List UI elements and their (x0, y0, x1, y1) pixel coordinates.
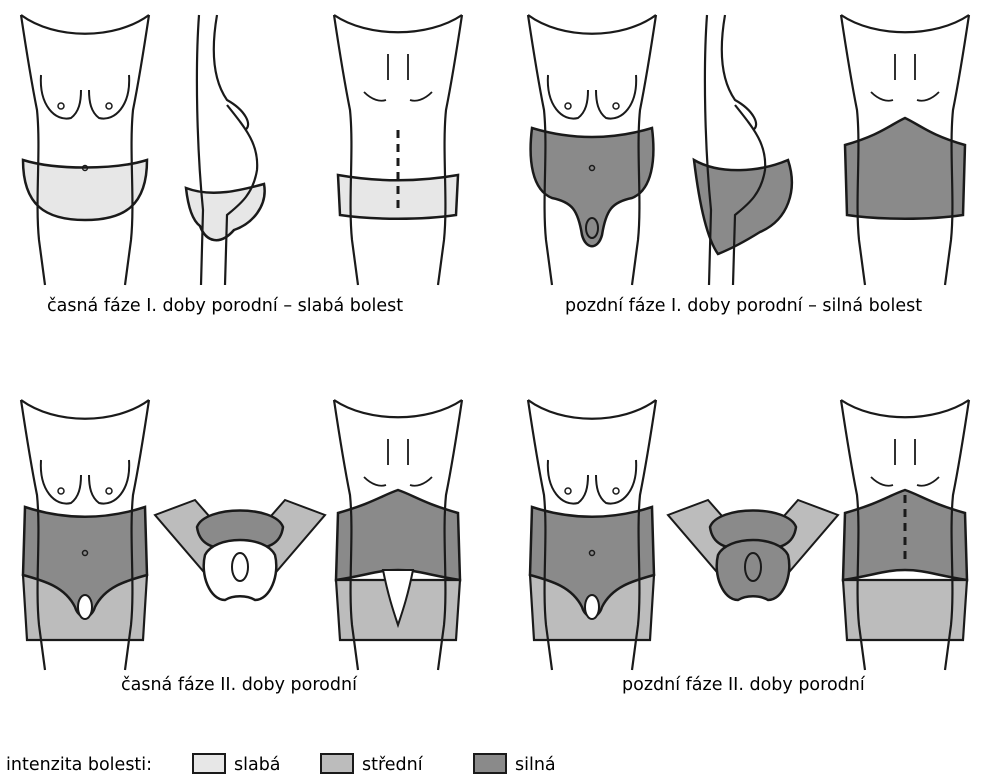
panel-early-first-stage: časná fáze I. doby porodní – slabá boles… (21, 15, 462, 316)
panel-late-second-stage: pozdní fáze II. doby porodní (528, 400, 969, 695)
figure-side (186, 15, 265, 285)
legend-label-strong: silná (515, 755, 556, 775)
figure-front (21, 15, 149, 285)
figure-back (841, 400, 969, 670)
pain-area-medium (843, 580, 967, 640)
panel-caption: pozdní fáze I. doby porodní – silná bole… (565, 296, 922, 316)
panel-late-first-stage: pozdní fáze I. doby porodní – silná bole… (528, 15, 969, 316)
pain-area-weak (186, 184, 265, 240)
pain-area-strong (336, 490, 460, 580)
figure-open-view (155, 500, 325, 600)
panel-caption: pozdní fáze II. doby porodní (622, 675, 866, 695)
figure-back (334, 400, 462, 670)
pain-area-strong (843, 490, 967, 580)
figure-side (694, 15, 792, 285)
legend: intenzita bolesti: slabá střední silná (6, 754, 556, 775)
legend-swatch-strong (474, 754, 506, 773)
figure-back (841, 15, 969, 285)
pain-area-weak (338, 175, 458, 219)
legend-swatch-weak (193, 754, 225, 773)
panel-caption: časná fáze II. doby porodní (121, 675, 358, 695)
legend-swatch-medium (321, 754, 353, 773)
figure-front (528, 400, 656, 670)
figure-back (334, 15, 462, 285)
figure-front (528, 15, 656, 285)
pain-area-weak (23, 160, 147, 220)
panel-caption: časná fáze I. doby porodní – slabá boles… (47, 296, 403, 316)
figure-open-view (668, 500, 838, 600)
figure-front (21, 400, 149, 670)
panel-early-second-stage: časná fáze II. doby porodní (21, 400, 462, 695)
legend-label-medium: střední (362, 755, 424, 775)
legend-title: intenzita bolesti: (6, 755, 152, 775)
pain-area-strong (845, 118, 965, 219)
legend-label-weak: slabá (234, 755, 281, 775)
